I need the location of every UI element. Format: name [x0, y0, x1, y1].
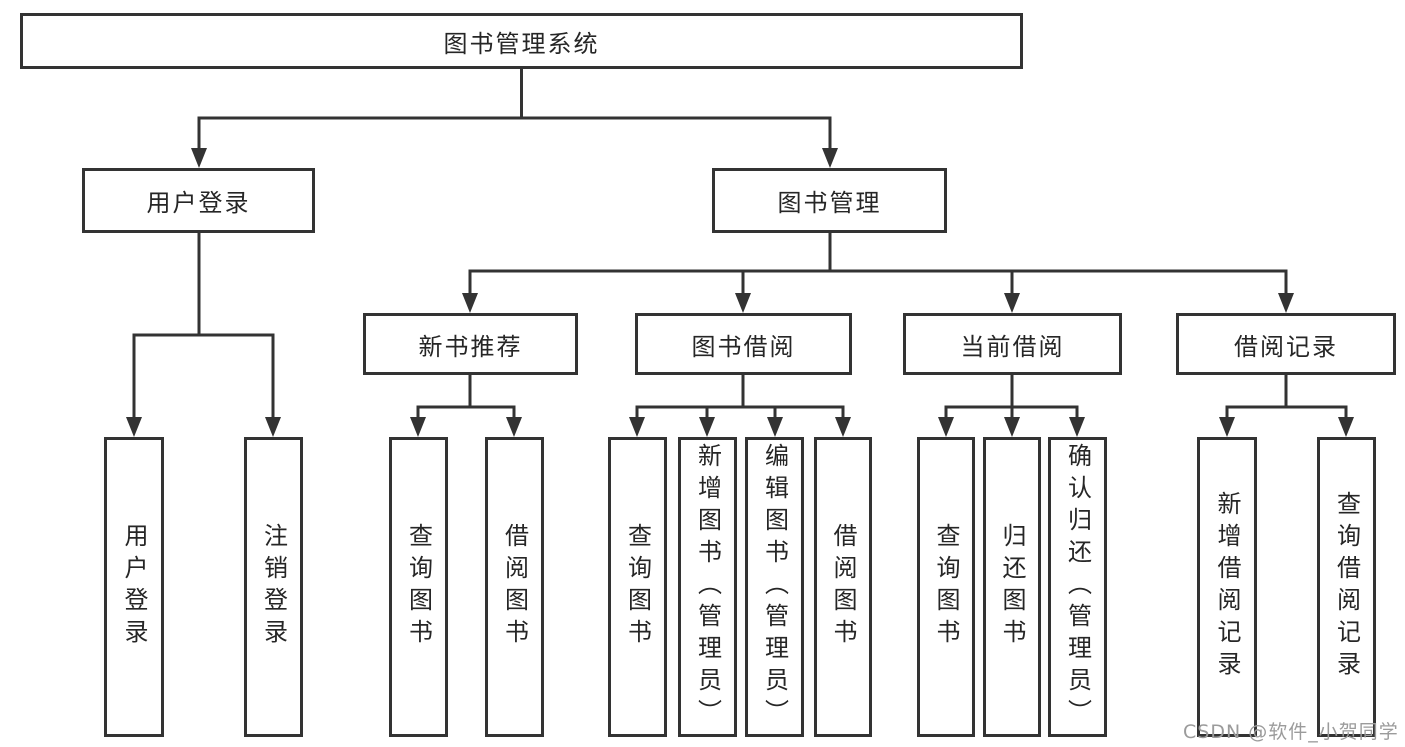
leaf-return-book-label: 归还图书 [998, 523, 1026, 651]
connector-current-borrow-to-leaves [938, 375, 1085, 437]
arrowhead-icon [699, 417, 715, 437]
leaf-query-borrow-record-label: 查询借阅记录 [1332, 491, 1361, 683]
node-new-book-recommend-label: 新书推荐 [418, 332, 523, 361]
arrowhead-icon [767, 417, 783, 437]
leaf-recommend-borrow-books-label: 借阅图书 [500, 523, 529, 651]
connector-book-management-to-level3 [462, 233, 1294, 313]
connector-borrow-records-to-leaves [1219, 375, 1354, 437]
connector-root-to-level2 [191, 68, 838, 168]
leaf-confirm-return-admin: 确认归还（管理员） [1048, 437, 1107, 737]
leaf-user-login: 用户登录 [104, 437, 164, 737]
leaf-borrow-query-books: 查询图书 [608, 437, 667, 737]
node-book-management-label: 图书管理 [777, 189, 882, 217]
connector-new-book-recommend-to-leaves [410, 375, 522, 437]
leaf-recommend-query-books: 查询图书 [389, 437, 448, 737]
leaf-add-borrow-record-label: 新增借阅记录 [1213, 491, 1241, 683]
leaf-current-query-books: 查询图书 [917, 437, 975, 737]
arrowhead-icon [629, 417, 645, 437]
leaf-add-book-admin-label: 新增图书（管理员） [693, 443, 722, 731]
leaf-current-query-books-label: 查询图书 [932, 523, 960, 651]
leaf-user-login-label: 用户登录 [120, 523, 148, 651]
node-root: 图书管理系统 [20, 13, 1023, 69]
node-borrow-records-label: 借阅记录 [1234, 332, 1338, 361]
node-borrow-records: 借阅记录 [1176, 313, 1396, 375]
leaf-confirm-return-admin-label: 确认归还（管理员） [1063, 443, 1092, 731]
arrowhead-icon [1069, 417, 1085, 437]
arrowhead-icon [1219, 417, 1235, 437]
arrowhead-icon [1338, 417, 1354, 437]
leaf-return-book: 归还图书 [983, 437, 1041, 737]
connector-book-borrow-to-leaves [629, 375, 851, 437]
connector-user-login-to-leaves [126, 233, 281, 437]
leaf-edit-book-admin: 编辑图书（管理员） [745, 437, 804, 737]
arrowhead-icon [410, 417, 426, 437]
leaf-borrow-query-books-label: 查询图书 [623, 523, 652, 651]
node-root-label: 图书管理系统 [443, 29, 600, 58]
node-book-borrow: 图书借阅 [635, 313, 852, 375]
arrowhead-icon [938, 417, 954, 437]
arrowhead-icon [506, 417, 522, 437]
node-current-borrow: 当前借阅 [903, 313, 1122, 375]
arrowhead-icon [1004, 293, 1020, 313]
node-user-login-label: 用户登录 [146, 189, 251, 217]
leaf-recommend-borrow-books: 借阅图书 [485, 437, 544, 737]
node-user-login: 用户登录 [82, 168, 315, 233]
arrowhead-icon [735, 293, 751, 313]
arrowhead-icon [1278, 293, 1294, 313]
node-current-borrow-label: 当前借阅 [960, 332, 1065, 361]
leaf-query-borrow-record: 查询借阅记录 [1317, 437, 1376, 737]
arrowhead-icon [265, 417, 281, 437]
leaf-add-book-admin: 新增图书（管理员） [678, 437, 737, 737]
node-book-borrow-label: 图书借阅 [691, 332, 796, 361]
node-book-management: 图书管理 [712, 168, 947, 233]
leaf-logout-label: 注销登录 [259, 523, 288, 651]
arrowhead-icon [1004, 417, 1020, 437]
arrowhead-icon [126, 417, 142, 437]
leaf-recommend-query-books-label: 查询图书 [404, 523, 433, 651]
node-new-book-recommend: 新书推荐 [363, 313, 578, 375]
arrowhead-icon [462, 293, 478, 313]
leaf-borrow-books: 借阅图书 [814, 437, 872, 737]
arrowhead-icon [822, 148, 838, 168]
leaf-logout: 注销登录 [244, 437, 303, 737]
leaf-edit-book-admin-label: 编辑图书（管理员） [760, 443, 789, 731]
arrowhead-icon [835, 417, 851, 437]
arrowhead-icon [191, 148, 207, 168]
leaf-borrow-books-label: 借阅图书 [829, 523, 857, 651]
watermark: CSDN @软件_小贺同学 [1183, 721, 1399, 743]
leaf-add-borrow-record: 新增借阅记录 [1197, 437, 1257, 737]
